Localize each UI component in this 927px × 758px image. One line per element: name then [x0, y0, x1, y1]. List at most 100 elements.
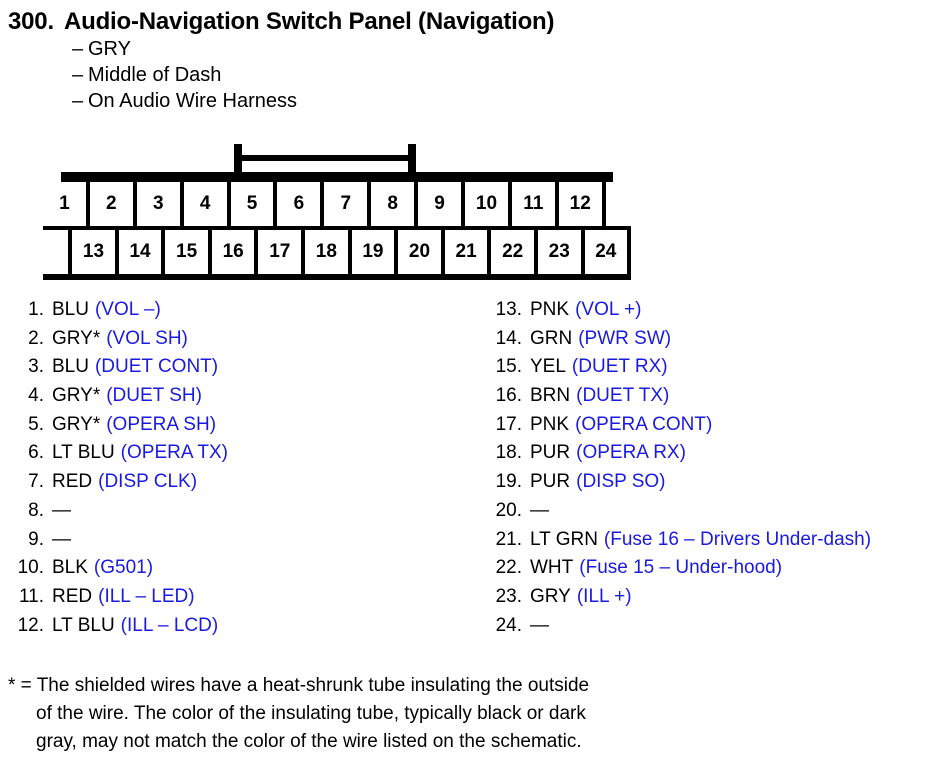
- pin-list-right: 13.PNK(VOL +)14.GRN(PWR SW)15.YEL(DUET R…: [492, 296, 922, 640]
- pin-unused-dash: —: [52, 528, 71, 550]
- connector-pin-6: 6: [277, 182, 321, 226]
- sub-item-dash: –: [72, 38, 84, 60]
- pin-list-left-entry: 12.LT BLU(ILL – LCD): [14, 612, 484, 641]
- connector-pin-19: 19: [351, 230, 395, 274]
- latch-post-right: [408, 144, 416, 174]
- header-sub-item-0: – GRY: [72, 36, 908, 62]
- pin-list-left-entry: 8. —: [14, 497, 484, 526]
- header-sub-item-1: – Middle of Dash: [72, 62, 908, 88]
- pin-number: 5.: [28, 413, 44, 435]
- pin-list-left-entry: 9.—: [14, 526, 484, 555]
- pin-number: 3.: [28, 356, 44, 378]
- pin-number: 2.: [28, 327, 44, 349]
- connector-pin-2: 2: [89, 182, 133, 226]
- pin-list-right-entry: 16. BRN(DUET TX): [492, 382, 922, 411]
- pin-wire-color: BRN: [530, 385, 571, 407]
- pin-unused-dash: —: [530, 499, 549, 521]
- pin-list-left-entry: 11. RED(ILL – LED): [14, 583, 484, 612]
- pin-wire-color: RED: [52, 585, 93, 607]
- sub-item-label: Middle of Dash: [88, 64, 222, 86]
- pin-function-label: (ILL +): [576, 585, 632, 607]
- pin-number: 16.: [495, 385, 522, 407]
- pin-wire-color: LT BLU: [52, 614, 115, 636]
- pin-wire-color: GRY: [530, 585, 571, 607]
- pin-wire-color: YEL: [530, 356, 566, 378]
- connector-pin-3: 3: [136, 182, 180, 226]
- connector-pin-12: 12: [558, 182, 602, 226]
- corner-notch-left: [43, 172, 61, 182]
- pin-list-right-entry: 14.GRN(PWR SW): [492, 325, 922, 354]
- connector-pin-8: 8: [371, 182, 415, 226]
- pin-list-right-entry: 21. LT GRN(Fuse 16 – Drivers Under-dash): [492, 526, 922, 555]
- pin-function-label: (ILL – LCD): [120, 614, 219, 636]
- pin-function-label: (DUET TX): [576, 385, 670, 407]
- pin-wire-color: LT BLU: [52, 442, 115, 464]
- pin-function-label: (PWR SW): [578, 327, 672, 349]
- pin-unused-dash: —: [52, 499, 71, 521]
- pin-function-label: (OPERA CONT): [575, 413, 713, 435]
- sub-item-label: On Audio Wire Harness: [88, 90, 297, 112]
- pin-list-left-entry: 6. LT BLU(OPERA TX): [14, 439, 484, 468]
- pin-wire-color: GRY*: [52, 413, 101, 435]
- pin-wire-color: BLK: [52, 557, 88, 579]
- pin-wire-color: RED: [52, 471, 93, 493]
- pin-function-label: (Fuse 16 – Drivers Under-dash): [603, 528, 872, 550]
- connector-pin-10: 10: [465, 182, 508, 226]
- connector-pin-20: 20: [398, 230, 441, 274]
- pin-number: 8.: [28, 499, 44, 521]
- pin-number: 20.: [495, 499, 522, 521]
- connector-pin-9: 9: [418, 182, 462, 226]
- pin-function-label: (DUET CONT): [94, 356, 219, 378]
- pin-list-right-entry: 19.PUR(DISP SO): [492, 468, 922, 497]
- connector-pin-16: 16: [211, 230, 255, 274]
- footnote-line-0: * = The shielded wires have a heat-shrun…: [8, 675, 590, 696]
- connector-pin-1: 1: [43, 182, 86, 226]
- connector-pin-15: 15: [165, 230, 208, 274]
- pin-number: 17.: [495, 413, 522, 435]
- title-number: 300.: [8, 8, 54, 35]
- pin-wire-color: PNK: [530, 413, 570, 435]
- connector-pin-24: 24: [584, 230, 628, 274]
- pin-function-label: (OPERA TX): [120, 442, 229, 464]
- pin-function-label: (ILL – LED): [98, 585, 195, 607]
- sub-item-dash: –: [72, 90, 84, 112]
- pin-number: 21.: [495, 528, 522, 550]
- connector-pin-17: 17: [258, 230, 302, 274]
- pin-list-right-entry: 23. GRY(ILL +): [492, 583, 922, 612]
- connector-pin-21: 21: [444, 230, 488, 274]
- pin-number: 1.: [28, 299, 44, 320]
- pin-function-label: (Fuse 15 – Under-hood): [579, 557, 783, 579]
- pin-function-label: (VOL +): [575, 299, 642, 320]
- header-sub-item-2: – On Audio Wire Harness: [72, 88, 908, 114]
- pin-function-label: (DUET SH): [106, 385, 202, 407]
- pin-list-left: 1.BLU(VOL –)2.GRY*(VOL SH)3.BLU(DUET CON…: [14, 296, 484, 640]
- pin-number: 24.: [495, 614, 522, 636]
- pin-wire-color: GRY*: [52, 327, 101, 349]
- connector-pin-13: 13: [72, 230, 115, 274]
- pin-number: 23.: [495, 585, 522, 607]
- connector-pin-4: 4: [183, 182, 227, 226]
- connector-pin-23: 23: [537, 230, 581, 274]
- pin-number: 11.: [18, 585, 44, 607]
- title-text: Audio-Navigation Switch Panel (Navigatio…: [64, 8, 555, 35]
- pin-function-label: (DUET RX): [571, 356, 668, 378]
- pin-number: 18.: [495, 442, 522, 464]
- pin-list-left-entry: 2.GRY*(VOL SH): [14, 325, 484, 354]
- header-block: 300. Audio-Navigation Switch Panel (Navi…: [8, 8, 908, 114]
- pin-list-left-entry: 5.GRY*(OPERA SH): [14, 411, 484, 440]
- pin-cell-blank: [605, 182, 632, 226]
- pin-list-right-entry: 22.WHT(Fuse 15 – Under-hood): [492, 554, 922, 583]
- pin-list-left-entry: 3. BLU(DUET CONT): [14, 353, 484, 382]
- footnote-line-1: of the wire. The color of the insulating…: [36, 703, 586, 724]
- pin-wire-color: PUR: [530, 442, 571, 464]
- pin-list-left-entry: 7.RED(DISP CLK): [14, 468, 484, 497]
- pin-wire-color: LT GRN: [530, 528, 598, 550]
- footnote-line-2: gray, may not match the color of the wir…: [36, 731, 582, 752]
- pin-wire-color: WHT: [530, 557, 574, 579]
- pin-number: 6.: [28, 442, 44, 464]
- pin-list-left-entry: 1.BLU(VOL –): [14, 296, 484, 325]
- pin-wire-color: BLU: [52, 356, 89, 378]
